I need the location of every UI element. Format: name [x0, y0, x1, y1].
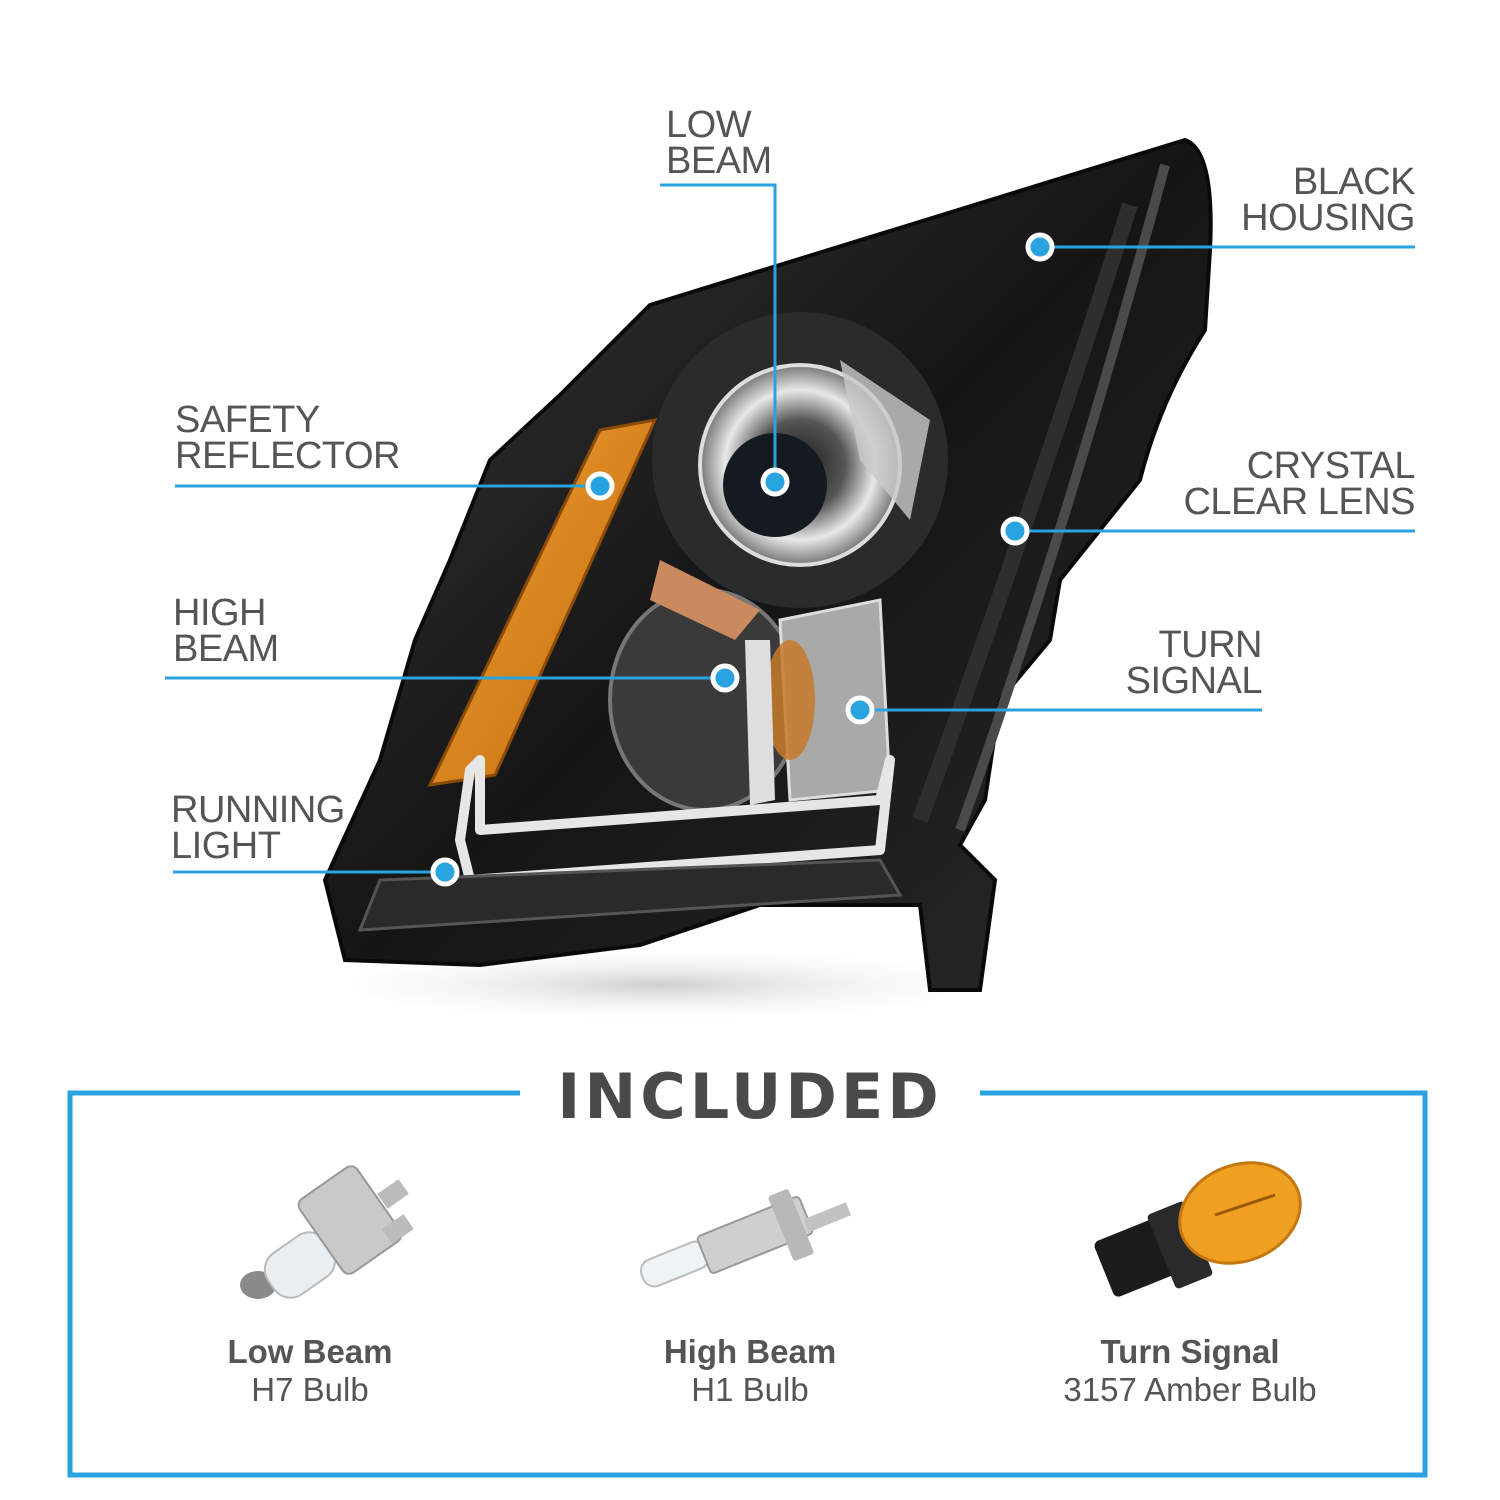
low-beam-leader: [660, 183, 777, 482]
turn-signal-bulb: [765, 640, 815, 760]
included-title: INCLUDED: [520, 1062, 980, 1132]
included-item-type: H7 Bulb: [251, 1371, 369, 1408]
included-item-low-beam: Low Beam H7 Bulb: [120, 1333, 500, 1409]
running-light-strip: [357, 858, 903, 932]
included-item-turn-signal: Turn Signal 3157 Amber Bulb: [1000, 1333, 1380, 1409]
amber-3157-bulb-icon: [1094, 1161, 1302, 1297]
h7-bulb-icon: [240, 1165, 414, 1299]
low-beam-dot: [760, 467, 790, 497]
amber-reflector: [427, 418, 658, 787]
included-item-name: Turn Signal: [1100, 1333, 1280, 1370]
lens-edge: [955, 163, 1170, 832]
included-item-name: High Beam: [663, 1333, 837, 1370]
included-item-type: H1 Bulb: [691, 1371, 809, 1408]
included-item-name: Low Beam: [227, 1333, 393, 1370]
high-beam-dot: [710, 663, 740, 693]
high-beam-bracket: [650, 560, 760, 640]
turn-signal-dot: [845, 695, 875, 725]
chrome-divider: [745, 640, 775, 805]
lens-channel: [912, 202, 1138, 823]
chrome-fin: [840, 360, 930, 520]
safety-reflector-dot: [585, 471, 615, 501]
crystal-clear-lens-dot: [1000, 516, 1030, 546]
included-item-type: 3157 Amber Bulb: [1063, 1371, 1317, 1408]
running-light-dot: [430, 857, 460, 887]
h1-bulb-icon: [639, 1189, 852, 1288]
black-housing-dot: [1025, 232, 1055, 262]
included-item-high-beam: High Beam H1 Bulb: [560, 1333, 940, 1409]
